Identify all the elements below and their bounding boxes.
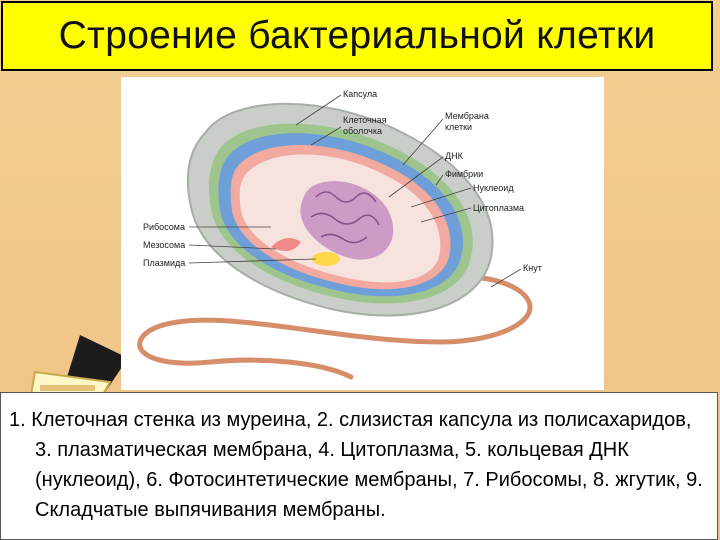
mesosome-shape — [271, 238, 301, 251]
flagellum-shape — [137, 274, 533, 380]
label-ribosome: Рибосома — [143, 222, 185, 232]
caption-text: 1. Клеточная стенка из муреина, 2. слизи… — [9, 409, 703, 521]
label-cell-wall-2: оболочка — [343, 126, 382, 136]
label-cell-wall-1: Клеточная — [343, 115, 387, 125]
dna-strands — [310, 191, 380, 244]
title-banner: Строение бактериальной клетки — [1, 1, 713, 71]
label-membrane-2: клетки — [445, 122, 472, 132]
bacterial-cell-figure: Капсула Клеточная оболочка Мембрана клет… — [121, 77, 604, 390]
page-title: Строение бактериальной клетки — [58, 14, 656, 57]
label-mesosome: Мезосома — [143, 240, 185, 250]
label-fimbria: Фимбрии — [445, 169, 483, 179]
label-membrane-1: Мембрана — [445, 111, 489, 121]
label-nucleoid: Нуклеоид — [473, 183, 514, 193]
decorative-corner-graphic — [28, 335, 128, 400]
label-capsule: Капсула — [343, 89, 377, 99]
callout-lines — [188, 94, 522, 288]
label-dna: ДНК — [445, 151, 464, 161]
nucleoid-shape — [300, 181, 394, 260]
bacterial-cell-diagram: Капсула Клеточная оболочка Мембрана клет… — [137, 89, 542, 380]
caption-box: 1. Клеточная стенка из муреина, 2. слизи… — [0, 392, 718, 540]
label-plasmid: Плазмида — [143, 258, 185, 268]
label-cytoplasm: Цитоплазма — [473, 203, 524, 213]
label-flagellum: Кнут — [523, 263, 542, 273]
plasmid-shape — [312, 252, 340, 266]
